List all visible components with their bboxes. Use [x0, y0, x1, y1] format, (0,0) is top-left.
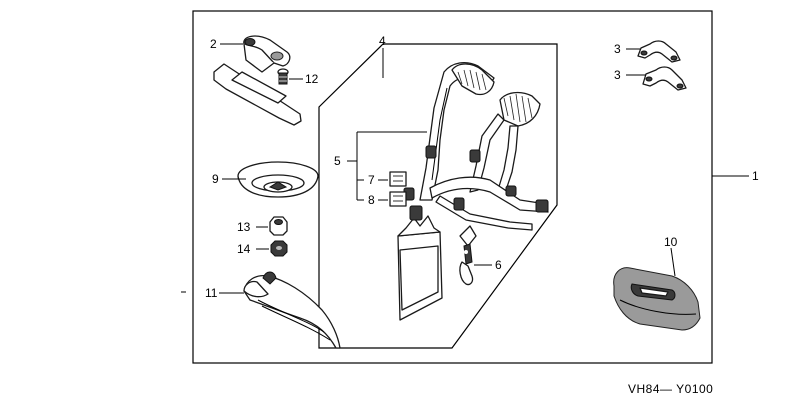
bracket-5: [347, 131, 427, 201]
harness-assembly-part-4: [397, 61, 549, 321]
cover-cup-part-9: [237, 161, 319, 198]
callout-13: 13: [237, 220, 251, 234]
callout-11: 11: [205, 286, 218, 300]
clamp-part-3b: [642, 66, 687, 91]
diagram-code: VH84— Y0100: [628, 382, 713, 396]
harness-kit-frame: [318, 43, 558, 349]
callout-12: 12: [305, 72, 319, 86]
nut-part-13: [269, 216, 288, 236]
guard-part-11: [243, 271, 341, 349]
callout-6: 6: [495, 258, 502, 272]
plate-part-8: [389, 191, 407, 207]
callout-9: 9: [212, 172, 219, 186]
cover-part-10: [613, 267, 701, 331]
callout-10: 10: [664, 235, 678, 249]
nut-part-14: [270, 240, 288, 257]
handle-lever-part: [213, 35, 302, 126]
callout-5: 5: [334, 154, 341, 168]
callout-4: 4: [379, 34, 386, 48]
callout-7: 7: [368, 173, 375, 187]
callout-2: 2: [210, 37, 217, 51]
plate-part-7: [389, 171, 407, 187]
callout-14: 14: [237, 242, 251, 256]
clamp-part-3a: [637, 40, 681, 63]
callout-1: 1: [752, 169, 759, 183]
callout-3a: 3: [614, 42, 621, 56]
snap-hook-part-6: [459, 225, 477, 286]
assembly-frame: [192, 10, 713, 364]
callout-8: 8: [368, 193, 375, 207]
callout-3b: 3: [614, 68, 621, 82]
screw-part-12: [277, 68, 289, 85]
